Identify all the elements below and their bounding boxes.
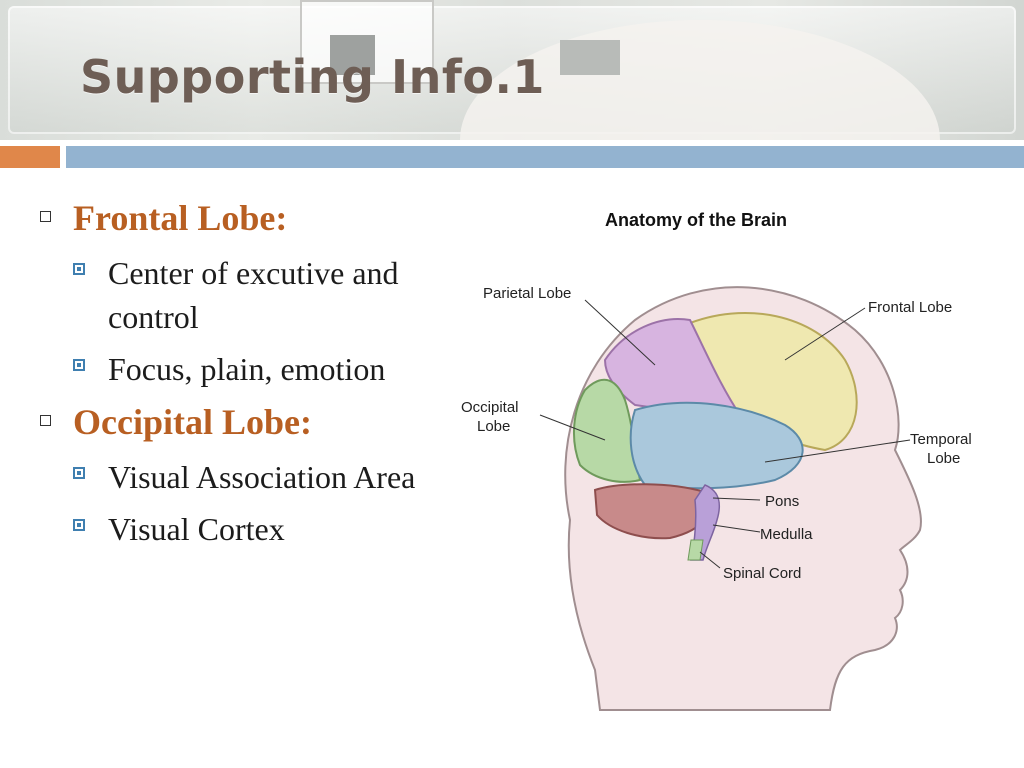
leader-line-frontal bbox=[784, 307, 866, 361]
sub-bullet-text: Focus, plain, emotion bbox=[108, 351, 386, 387]
figure-title: Anatomy of the Brain bbox=[605, 210, 788, 230]
label-temporal-lobe-line2: Lobe bbox=[927, 450, 961, 467]
sub-bullet: Center of excutive and control bbox=[73, 251, 460, 339]
square-bullet-icon bbox=[73, 359, 85, 371]
label-temporal-lobe-line1: Temporal bbox=[910, 431, 972, 448]
square-bullet-icon bbox=[73, 467, 85, 479]
bullet-heading: Occipital Lobe: bbox=[73, 402, 312, 442]
label-pons: Pons bbox=[765, 493, 800, 510]
brain-anatomy-figure: Anatomy of the Brain Parietal Lobe Front… bbox=[455, 200, 1015, 720]
banner-background-window bbox=[330, 35, 375, 75]
sub-bullet-text: Visual Association Area bbox=[108, 459, 416, 495]
leader-line-medulla bbox=[712, 524, 761, 533]
accent-bar-blue bbox=[66, 146, 1024, 168]
sub-bullet: Focus, plain, emotion bbox=[73, 347, 460, 391]
header-banner: Supporting Info.1 bbox=[0, 0, 1024, 140]
label-occipital-lobe-line1: Occipital bbox=[461, 399, 519, 416]
label-medulla: Medulla bbox=[760, 526, 813, 543]
bullet-list: Frontal Lobe: Center of excutive and con… bbox=[40, 195, 460, 559]
leader-line-occipital bbox=[539, 414, 606, 441]
sub-bullet-text: Visual Cortex bbox=[108, 511, 285, 547]
sub-bullet: Visual Association Area bbox=[73, 455, 460, 499]
bullet-occipital-lobe: Occipital Lobe: bbox=[40, 399, 460, 445]
bullet-heading: Frontal Lobe: bbox=[73, 198, 288, 238]
square-bullet-icon bbox=[73, 519, 85, 531]
leader-line-temporal bbox=[764, 439, 911, 463]
hollow-square-bullet-icon bbox=[40, 415, 51, 426]
leader-line-parietal bbox=[584, 299, 656, 366]
leader-line-spinal bbox=[699, 551, 721, 569]
banner-background-block bbox=[560, 40, 620, 75]
sub-bullet: Visual Cortex bbox=[73, 507, 460, 551]
label-parietal-lobe: Parietal Lobe bbox=[483, 285, 572, 302]
square-bullet-icon bbox=[73, 263, 85, 275]
brain-illustration bbox=[539, 286, 922, 711]
spinal-cord-region bbox=[687, 539, 704, 561]
hollow-square-bullet-icon bbox=[40, 211, 51, 222]
sub-bullet-text: Center of excutive and control bbox=[108, 255, 399, 335]
bullet-frontal-lobe: Frontal Lobe: bbox=[40, 195, 460, 241]
accent-bar-orange bbox=[0, 146, 60, 168]
label-occipital-lobe-line2: Lobe bbox=[477, 418, 511, 435]
label-frontal-lobe: Frontal Lobe bbox=[868, 299, 953, 316]
temporal-lobe-region bbox=[629, 401, 804, 490]
label-spinal-cord: Spinal Cord bbox=[723, 565, 802, 582]
leader-line-pons bbox=[712, 497, 761, 501]
occipital-lobe-region bbox=[573, 378, 642, 483]
slide-title: Supporting Info.1 bbox=[80, 50, 545, 104]
